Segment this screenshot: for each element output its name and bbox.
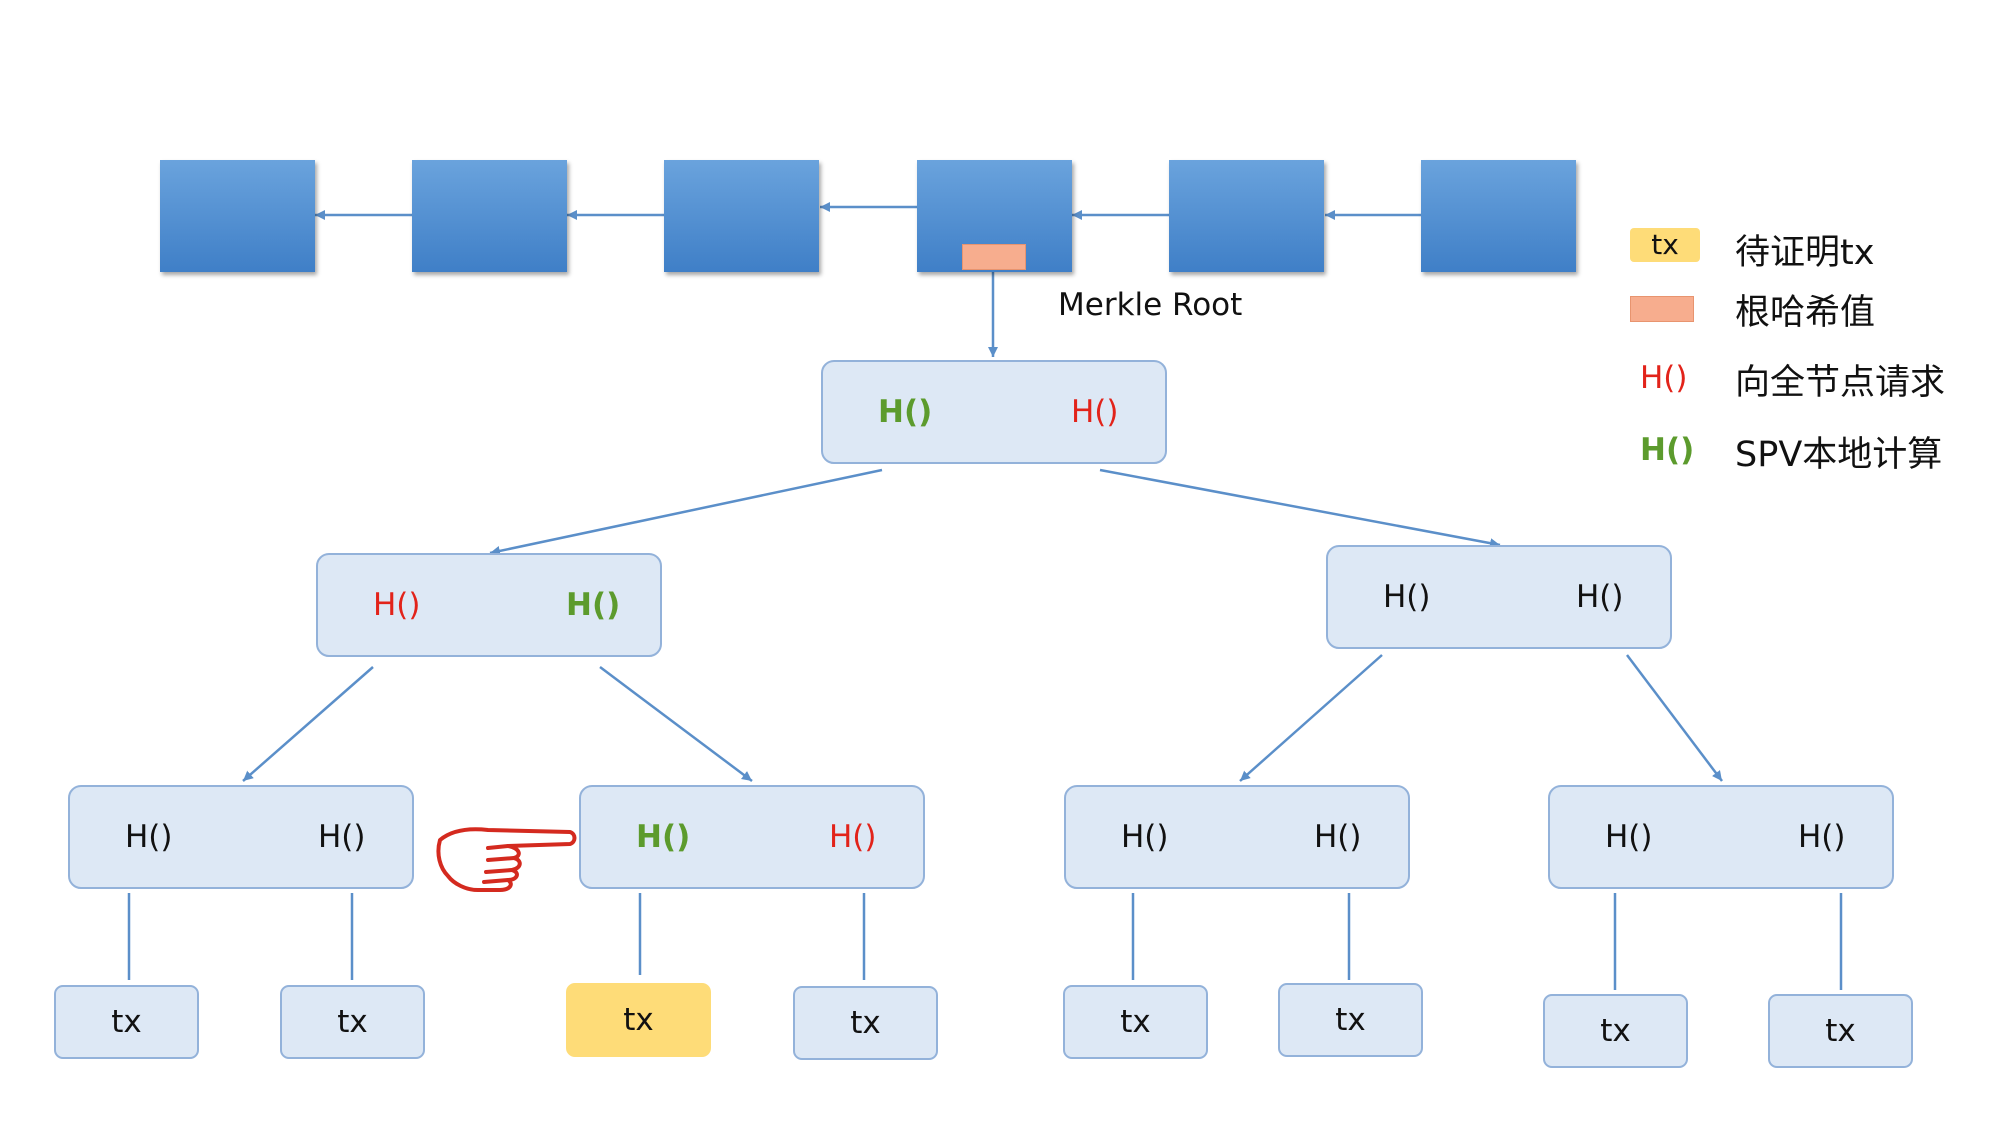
tree-edge [489, 468, 883, 556]
hash-request: H() [1071, 394, 1119, 430]
tx-leaf-target: tx [566, 983, 711, 1057]
tx-leaf: tx [1543, 994, 1688, 1068]
legend-swatch-root-hash [1630, 296, 1694, 322]
hash: H() [1605, 819, 1653, 855]
hash-local: H() [636, 819, 691, 855]
hash: H() [1121, 819, 1169, 855]
legend-text-root-hash: 根哈希值 [1735, 293, 1876, 333]
tree-edge [599, 666, 753, 782]
tree-node-l3-1: H() H() [68, 785, 414, 889]
tx-leaf: tx [1278, 983, 1423, 1057]
tree-edge [242, 666, 374, 782]
chain-block [1169, 160, 1324, 272]
legend-swatch-hash-local: H() [1640, 432, 1695, 468]
tx-leaf: tx [1768, 994, 1913, 1068]
tree-node-left: H() H() [316, 553, 662, 657]
chain-block [412, 160, 567, 272]
legend-text-target-tx: 待证明tx [1735, 233, 1875, 273]
hash: H() [318, 819, 366, 855]
chain-block [664, 160, 819, 272]
tree-edge [1099, 468, 1501, 549]
chain-block [160, 160, 315, 272]
tx-leaf: tx [1063, 985, 1208, 1059]
hash: H() [1383, 579, 1431, 615]
hash: H() [1314, 819, 1362, 855]
tree-node-root: H() H() [821, 360, 1167, 464]
legend-swatch-hash-request: H() [1640, 360, 1688, 396]
merkle-root-chip [962, 244, 1026, 270]
hash-local: H() [566, 587, 621, 623]
tree-node-l3-3: H() H() [1064, 785, 1410, 889]
pointing-hand-icon [436, 827, 577, 892]
tx-leaf: tx [280, 985, 425, 1059]
chain-block [1421, 160, 1576, 272]
hash: H() [125, 819, 173, 855]
tree-edge [1239, 654, 1383, 782]
tx-leaf: tx [793, 986, 938, 1060]
hash-request: H() [829, 819, 877, 855]
tree-node-right: H() H() [1326, 545, 1672, 649]
tree-node-l3-4: H() H() [1548, 785, 1894, 889]
hash: H() [1576, 579, 1624, 615]
hash: H() [1798, 819, 1846, 855]
tx-leaf: tx [54, 985, 199, 1059]
merkle-root-caption: Merkle Root [1058, 287, 1243, 323]
legend-swatch-target-tx: tx [1630, 228, 1700, 262]
hash-local: H() [878, 394, 933, 430]
legend-text-hash-request: 向全节点请求 [1735, 363, 1946, 403]
tree-node-l3-2: H() H() [579, 785, 925, 889]
legend-text-hash-local: SPV本地计算 [1735, 435, 1943, 475]
hash-request: H() [373, 587, 421, 623]
tree-edge [1626, 654, 1723, 782]
